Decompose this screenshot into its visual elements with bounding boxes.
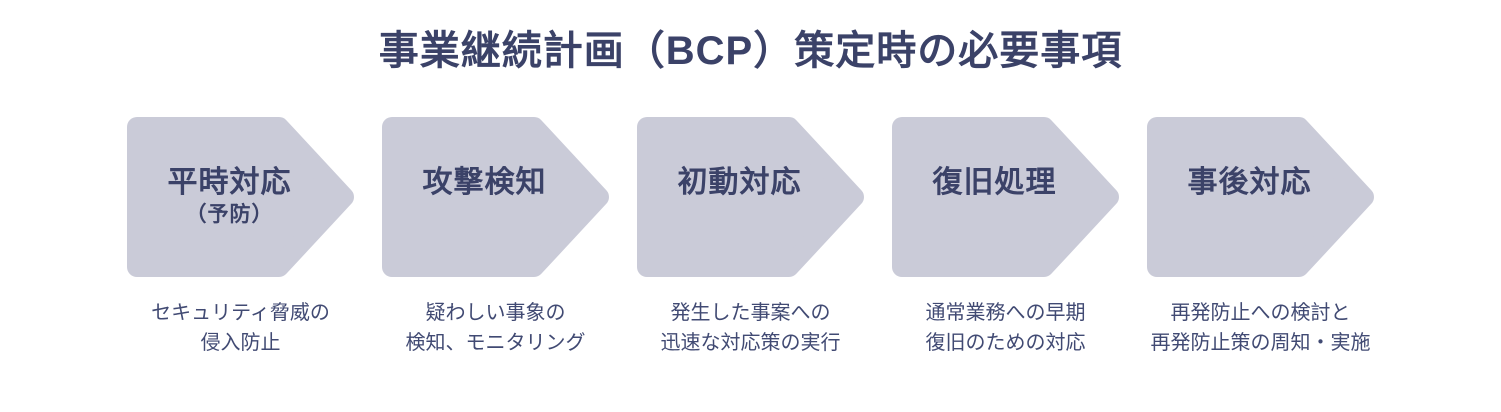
step-label: 復旧処理 — [932, 166, 1057, 199]
caption-line-1: 疑わしい事象の — [425, 302, 566, 324]
step-label: 事後対応 — [1187, 166, 1312, 199]
arrow-right-shape-icon — [892, 117, 1119, 277]
caption-line-2: 迅速な対応策の実行 — [660, 332, 841, 354]
step-item-5: 事後対応 再発防止への検討と 再発防止策の周知・実施 — [1147, 117, 1374, 358]
step-arrow-2: 攻撃検知 — [382, 117, 609, 277]
step-arrow-1: 平時対応 （予防） — [127, 117, 354, 277]
step-item-2: 攻撃検知 疑わしい事象の 検知、モニタリング — [382, 117, 609, 358]
caption-line-1: 通常業務への早期 — [925, 302, 1086, 324]
step-label-group: 初動対応 — [637, 166, 842, 200]
caption-line-1: セキュリティ脅威の — [151, 302, 330, 324]
step-caption: 疑わしい事象の 検知、モニタリング — [382, 298, 609, 358]
caption-line-2: 侵入防止 — [200, 332, 281, 354]
step-item-3: 初動対応 発生した事案への 迅速な対応策の実行 — [637, 117, 864, 358]
arrow-right-shape-icon — [127, 117, 354, 277]
step-label: 平時対応 — [167, 166, 292, 199]
page-title: 事業継続計画（BCP）策定時の必要事項 — [378, 29, 1123, 73]
step-label-group: 復旧処理 — [892, 166, 1097, 200]
step-label: 攻撃検知 — [422, 166, 547, 199]
step-label: 初動対応 — [677, 166, 802, 199]
step-label-group: 事後対応 — [1147, 166, 1352, 200]
step-label-group: 攻撃検知 — [382, 166, 587, 200]
arrow-right-shape-icon — [1147, 117, 1374, 277]
step-caption: 発生した事案への 迅速な対応策の実行 — [637, 298, 864, 358]
step-arrow-3: 初動対応 — [637, 117, 864, 277]
caption-line-2: 復旧のための対応 — [925, 332, 1086, 354]
step-caption: 通常業務への早期 復旧のための対応 — [892, 298, 1119, 358]
step-item-4: 復旧処理 通常業務への早期 復旧のための対応 — [892, 117, 1119, 358]
process-flow: 平時対応 （予防） セキュリティ脅威の 侵入防止 攻撃検知 疑わしい事象 — [127, 117, 1374, 358]
step-sublabel: （予防） — [185, 203, 274, 226]
caption-line-2: 検知、モニタリング — [405, 332, 586, 354]
caption-line-1: 再発防止への検討と — [1170, 302, 1351, 324]
step-arrow-4: 復旧処理 — [892, 117, 1119, 277]
step-caption: 再発防止への検討と 再発防止策の周知・実施 — [1147, 298, 1374, 358]
caption-line-1: 発生した事案への — [670, 302, 831, 324]
step-label-group: 平時対応 （予防） — [127, 166, 332, 230]
arrow-right-shape-icon — [382, 117, 609, 277]
caption-line-2: 再発防止策の周知・実施 — [1150, 332, 1371, 354]
step-caption: セキュリティ脅威の 侵入防止 — [127, 298, 354, 358]
step-arrow-5: 事後対応 — [1147, 117, 1374, 277]
arrow-right-shape-icon — [637, 117, 864, 277]
step-item-1: 平時対応 （予防） セキュリティ脅威の 侵入防止 — [127, 117, 354, 358]
